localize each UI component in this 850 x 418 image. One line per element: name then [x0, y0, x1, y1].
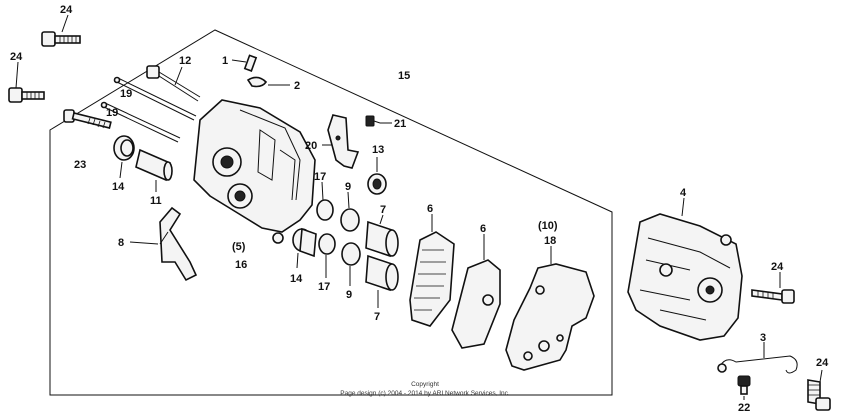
callout-15: 15: [398, 70, 410, 82]
bolt-24-top: [41, 31, 81, 47]
callout-24-bottom: 24: [816, 357, 829, 369]
nut-13: [367, 173, 387, 195]
callout-8: 8: [118, 237, 124, 249]
callout-22: 22: [738, 402, 750, 414]
callout-24-left: 24: [10, 51, 23, 63]
pin-19-upper: [113, 76, 197, 121]
bolt-21: [365, 115, 381, 127]
boot-14-left: [113, 135, 135, 161]
callout-12: 12: [179, 55, 191, 67]
seal-9-upper: [340, 208, 360, 232]
callout-24-top: 24: [60, 4, 73, 16]
callout-14-left: 14: [112, 181, 125, 193]
callout-24-right: 24: [771, 261, 784, 273]
boot-14-right: [292, 227, 317, 258]
callout-5: (5): [232, 241, 246, 253]
callout-18: 18: [544, 235, 556, 247]
bolt-22: [737, 375, 751, 395]
brake-pad-6-inner: [451, 259, 501, 349]
bolt-12: [146, 65, 201, 102]
callout-21: 21: [394, 118, 406, 130]
callout-7-upper: 7: [380, 204, 386, 216]
sleeve-11: [135, 148, 173, 182]
assembly-frame: [49, 29, 613, 396]
bolt-24-right: [751, 289, 795, 304]
brake-pad-6-outer: [409, 231, 455, 327]
callout-6-inner: 6: [480, 223, 486, 235]
callout-23: 23: [74, 159, 86, 171]
seal-9-lower: [341, 242, 361, 266]
bracket-18: [505, 263, 595, 371]
bolt-24-bottom: [807, 379, 831, 411]
callout-3: 3: [760, 332, 766, 344]
callout-10: (10): [538, 220, 558, 232]
plate-20: [327, 114, 360, 169]
callout-6-outer: 6: [427, 203, 433, 215]
callout-7-lower: 7: [374, 311, 380, 323]
spring-3: [717, 355, 798, 374]
callout-1: 1: [222, 55, 228, 67]
callout-13: 13: [372, 144, 384, 156]
copyright-notice: Page design (c) 2004 - 2014 by ARI Netwo…: [340, 390, 510, 397]
callout-11: 11: [150, 195, 162, 207]
seal-17-upper: [316, 199, 334, 221]
callout-16: 16: [235, 259, 247, 271]
callout-9-upper: 9: [345, 181, 351, 193]
seal-17-lower: [318, 233, 336, 255]
pin-19-lower: [100, 101, 181, 143]
spring-clip-8: [159, 206, 198, 282]
callout-2: 2: [294, 80, 300, 92]
cap-2: [246, 76, 268, 88]
callout-17-lower: 17: [318, 281, 330, 293]
piston-7-upper: [365, 220, 399, 258]
callout-9-lower: 9: [346, 289, 352, 301]
caliper-assembly-4: [627, 213, 743, 341]
callout-14-right: 14: [290, 273, 303, 285]
bleeder-1: [243, 54, 258, 72]
callout-4: 4: [680, 187, 687, 199]
callout-19-lower: 19: [106, 107, 118, 119]
callout-19-upper: 19: [120, 88, 132, 100]
copyright-title: Copyright: [411, 381, 439, 388]
bolt-23: [63, 109, 112, 129]
callout-20: 20: [305, 140, 317, 152]
caliper-body-16: [193, 99, 316, 244]
bolt-24-left: [8, 87, 45, 103]
piston-7-lower: [365, 254, 399, 292]
callout-17-upper: 17: [314, 171, 326, 183]
